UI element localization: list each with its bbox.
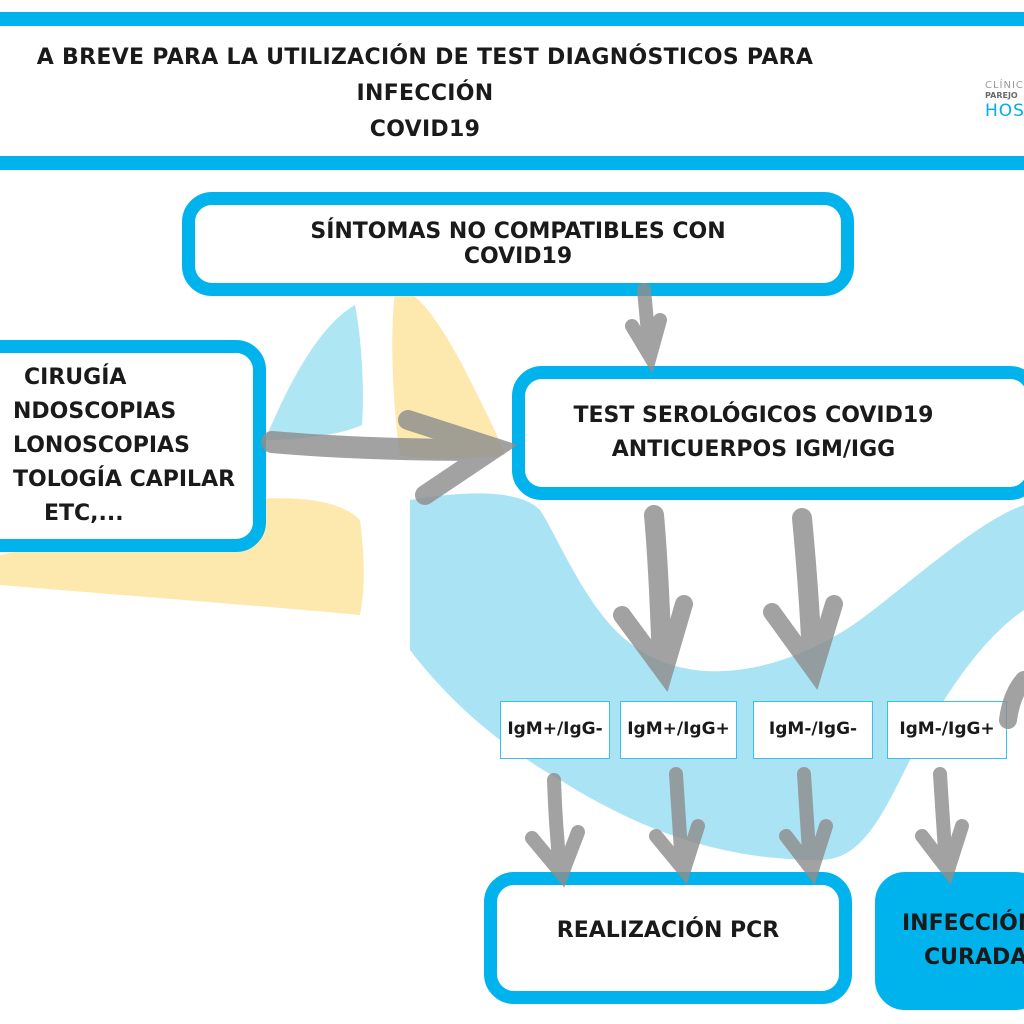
- yellow-highlight-bottom: [0, 498, 364, 615]
- page-title: A BREVE PARA LA UTILIZACIÓN DE TEST DIAG…: [0, 40, 860, 148]
- blue-highlight-wave: [410, 493, 1024, 860]
- result-tag-igm-pos-igg-pos: IgM+/IgG+: [620, 701, 737, 759]
- cured-line1: INFECCIÓN: [902, 911, 1024, 936]
- cured-box: INFECCIÓN CURADA: [875, 872, 1024, 1010]
- procedure-item: LONOSCOPIAS: [13, 433, 190, 458]
- procedure-item: CIRUGÍA: [24, 365, 127, 390]
- logo-line2: PAREJO: [985, 91, 1018, 100]
- page-title-line1: A BREVE PARA LA UTILIZACIÓN DE TEST DIAG…: [36, 45, 814, 106]
- symptoms-box: SÍNTOMAS NO COMPATIBLES CON COVID19: [182, 192, 854, 296]
- procedure-item: ETC,...: [44, 501, 124, 526]
- serology-line2: ANTICUERPOS IGM/IGG: [611, 437, 896, 462]
- logo-line1: CLÍNIC: [985, 80, 1024, 91]
- hospital-logo: CLÍNIC PAREJO HOS: [985, 80, 1024, 121]
- pcr-box: REALIZACIÓN PCR: [484, 872, 852, 1004]
- page-title-line2: COVID19: [369, 117, 481, 142]
- header-divider: [0, 156, 1024, 170]
- result-tag-igm-neg-igg-pos: IgM-/IgG+: [887, 701, 1007, 759]
- cured-line2: CURADA: [924, 945, 1024, 970]
- serology-box: TEST SEROLÓGICOS COVID19 ANTICUERPOS IGM…: [512, 366, 1024, 500]
- top-band: [0, 12, 1024, 26]
- pcr-label: REALIZACIÓN PCR: [556, 917, 780, 943]
- symptoms-line1: SÍNTOMAS NO COMPATIBLES CON: [310, 219, 726, 244]
- procedure-item: TOLOGÍA CAPILAR: [13, 467, 236, 492]
- logo-line3: HOS: [985, 101, 1024, 121]
- result-tag-igm-pos-igg-neg: IgM+/IgG-: [500, 701, 610, 759]
- yellow-highlight-top: [392, 289, 505, 459]
- procedures-box: CIRUGÍA NDOSCOPIAS LONOSCOPIAS TOLOGÍA C…: [0, 340, 266, 552]
- symptoms-line2: COVID19: [463, 244, 573, 269]
- result-tag-igm-neg-igg-neg: IgM-/IgG-: [753, 701, 873, 759]
- blue-highlight-small: [265, 305, 363, 440]
- serology-line1: TEST SEROLÓGICOS COVID19: [573, 403, 934, 428]
- procedure-item: NDOSCOPIAS: [13, 399, 177, 424]
